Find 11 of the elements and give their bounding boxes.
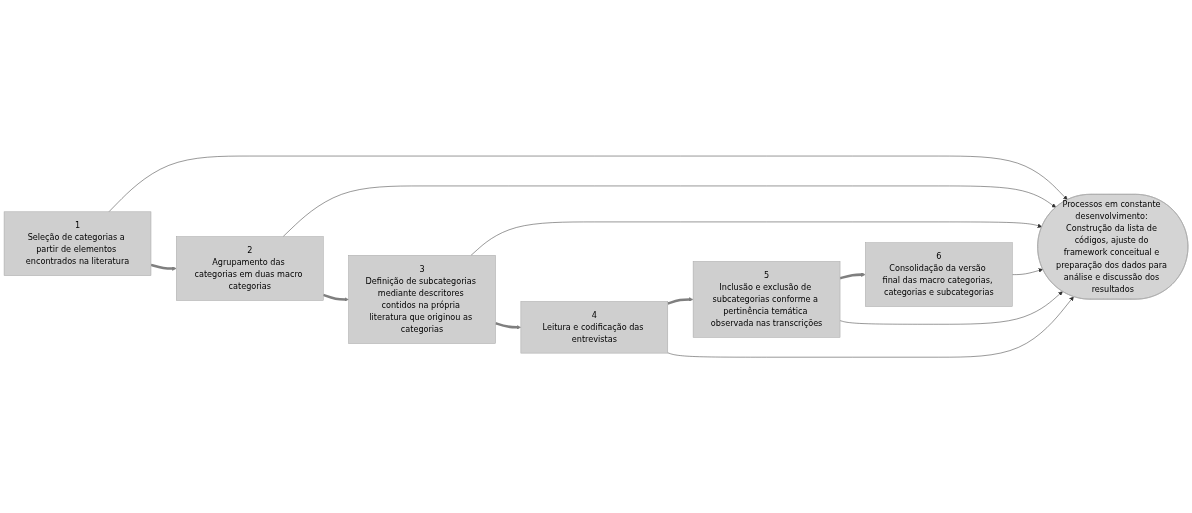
arrow [839,272,866,280]
node-box: 3 Definição de subcategorias mediante descritores contidos na própria literatura que originou as categorias [348,254,496,344]
arrow [667,297,694,305]
arrow [150,263,177,271]
node-box: 6 Consolidação da versão final das macro categorias, categorias e subcategorias [865,242,1013,307]
node-box: 2 Agrupamento das categorias em duas macro categorias [176,236,324,301]
arrow [495,321,522,330]
node-box: 5 Inclusão e exclusão de subcategorias conforme a pertinência temática observada nas transcrições [692,261,841,338]
node-box: 4 Leitura e codificação das entrevistas [520,301,669,354]
node-box: 1 Seleção de categorias a partir de elementos encontrados na literatura [3,211,152,276]
arrow [322,293,349,302]
